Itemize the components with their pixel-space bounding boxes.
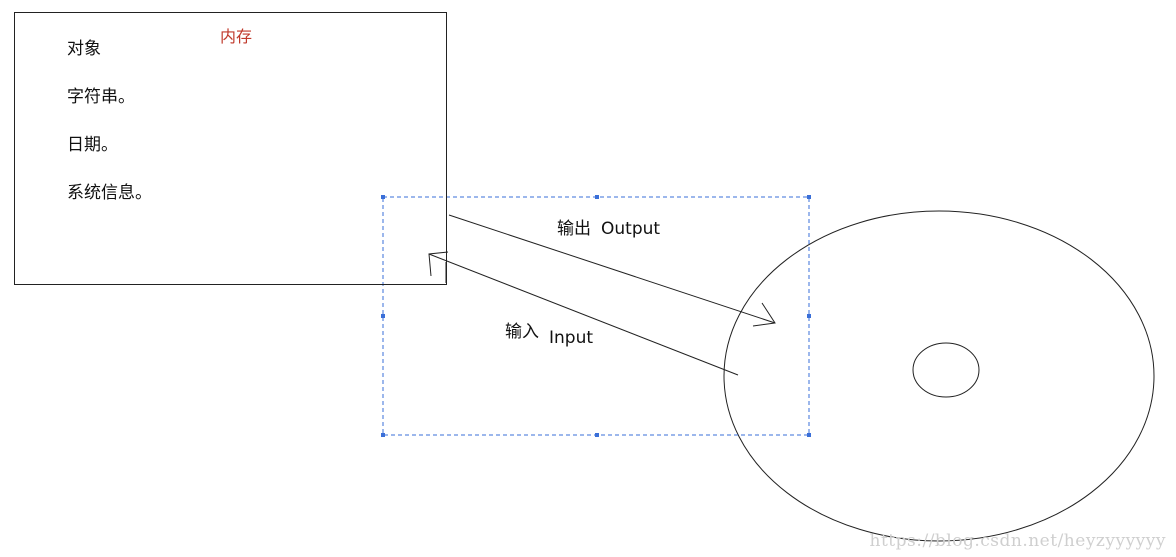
memory-item-object: 对象 — [67, 39, 101, 59]
memory-title: 内存 — [220, 27, 253, 46]
input-label-cn: 输入 — [505, 322, 539, 342]
input-label: 输入 Input — [505, 317, 593, 348]
memory-box — [14, 12, 447, 285]
output-arrow — [448, 214, 776, 327]
disk-hole — [912, 342, 980, 398]
output-label: 输出 Output — [557, 214, 660, 239]
input-arrow — [428, 251, 739, 376]
memory-item-string: 字符串。 — [67, 87, 135, 107]
memory-item-system-info: 系统信息。 — [67, 183, 152, 203]
disk-outer — [723, 210, 1155, 542]
output-label-cn: 输出 — [557, 219, 591, 239]
output-label-en: Output — [601, 219, 661, 239]
watermark: https://blog.csdn.net/heyzyyyyyy — [869, 531, 1166, 551]
selection-handles[interactable] — [381, 195, 811, 437]
memory-item-date: 日期。 — [67, 135, 118, 155]
input-label-en: Input — [549, 328, 594, 348]
